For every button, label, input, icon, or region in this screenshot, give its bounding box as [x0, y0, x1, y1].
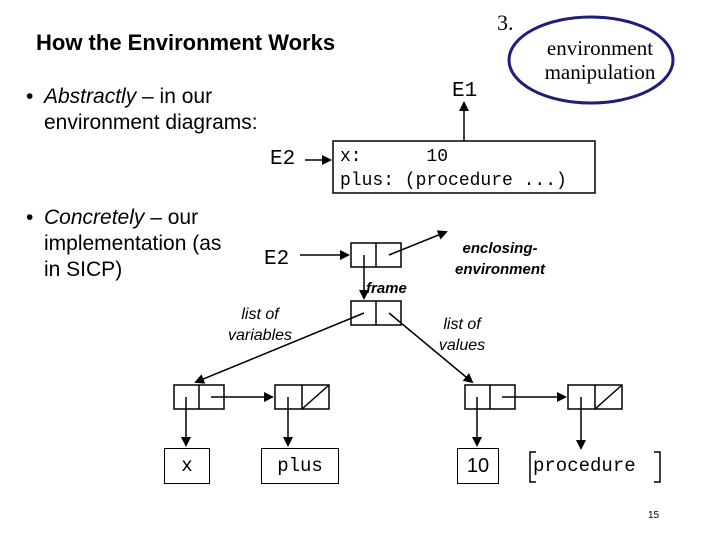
- procedure-bracket: [529, 451, 661, 483]
- bullet-concrete: • Concretely – our implementation (as in …: [26, 205, 266, 283]
- callout-line2: manipulation: [544, 60, 656, 84]
- callout-text: environment manipulation: [512, 36, 688, 84]
- bullet-dot: •: [26, 85, 34, 108]
- value-box-10: 10: [457, 448, 499, 484]
- callout-oval: [507, 15, 675, 105]
- val-pair-2: [567, 384, 623, 410]
- label-list-vals-line2: values: [438, 337, 486, 354]
- pointer-to-variables: [194, 312, 365, 384]
- bullet-concrete-line2: implementation (as: [44, 232, 222, 255]
- value-procedure: procedure: [533, 455, 636, 477]
- var-pair-2: [274, 384, 330, 410]
- frame-binding-x: x: 10: [340, 147, 449, 167]
- bullet-abstract: • Abstractly – in our environment diagram…: [26, 84, 326, 136]
- bullet-concrete-line3: in SICP): [44, 258, 123, 281]
- pointer-cdr-to-enclosing: [388, 230, 448, 256]
- label-list-vals-line1: list of: [443, 316, 481, 333]
- env-label-e2-abstract: E2: [270, 148, 296, 171]
- callout-line1: environment: [546, 36, 654, 60]
- bullet-dot: •: [26, 206, 34, 229]
- env-label-e1: E1: [452, 80, 478, 103]
- label-list-of-variables: list of variables: [214, 304, 306, 346]
- bullet-concrete-emph: Concretely: [44, 206, 145, 229]
- bullet-abstract-emph: Abstractly: [44, 85, 137, 108]
- slide-title: How the Environment Works: [36, 30, 336, 55]
- label-list-vars-line2: variables: [227, 327, 293, 344]
- value-box-x: x: [164, 448, 210, 484]
- label-frame: frame: [366, 280, 407, 297]
- bullet-abstract-text: – in our: [136, 85, 213, 108]
- env-pair: [350, 242, 402, 268]
- step-number: 3.: [497, 10, 514, 35]
- page-number: 15: [648, 510, 660, 521]
- env-label-e2-concrete: E2: [264, 248, 290, 271]
- bullet-concrete-text: – our: [144, 206, 199, 229]
- label-list-of-values: list of values: [418, 314, 506, 356]
- frame-contents: x: 10 plus: (procedure ...): [340, 145, 567, 193]
- label-enclosing-environment: enclosing- environment: [440, 238, 560, 280]
- label-enclosing-line1: enclosing-: [462, 240, 538, 257]
- frame-binding-plus: plus: (procedure ...): [340, 171, 567, 191]
- value-box-plus: plus: [261, 448, 339, 484]
- abstract-frame-box: [332, 140, 596, 194]
- pointer-to-values: [388, 312, 474, 384]
- frame-pair: [350, 300, 402, 326]
- bullet-abstract-line2: environment diagrams:: [44, 111, 258, 134]
- label-enclosing-line2: environment: [454, 261, 545, 278]
- label-list-vars-line1: list of: [241, 306, 279, 323]
